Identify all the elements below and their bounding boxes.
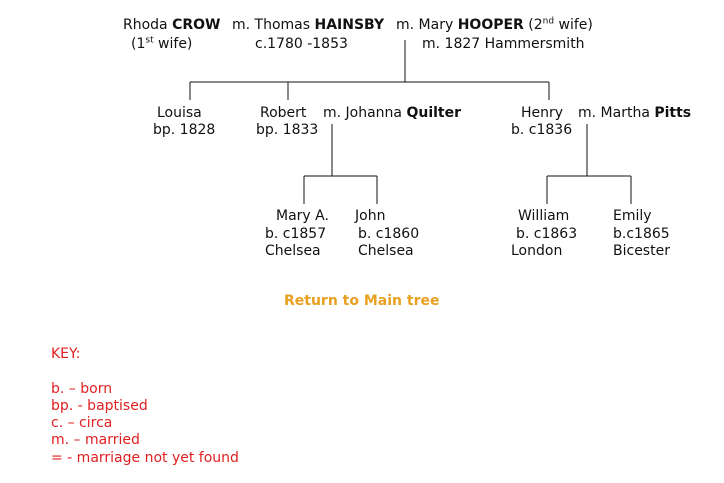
emily-date: b.c1865 [613,226,670,242]
mary-a-date: b. c1857 [265,226,327,242]
thomas-hainsby-name: m. Thomas HAINSBY [232,17,385,33]
rhoda-crow-name: Rhoda CROW [123,17,221,33]
john-date: b. c1860 [358,226,420,242]
louisa-name: Louisa [157,105,202,121]
henry-date: b. c1836 [511,122,573,138]
key-title: KEY: [51,346,81,362]
mary-a-name: Mary A. [276,208,329,224]
robert-date: bp. 1833 [256,122,319,138]
key-item: m. – married [51,432,140,448]
key-item: bp. - baptised [51,398,148,414]
john-name: John [355,208,386,224]
mary-hooper-name: m. Mary HOOPER (2nd wife) [396,16,593,33]
william-date: b. c1863 [516,226,578,242]
robert-name: Robert [260,105,307,121]
return-to-main-tree-link[interactable]: Return to Main tree [284,293,440,309]
emily-place: Bicester [613,243,670,259]
key-item: = - marriage not yet found [51,450,239,466]
key-item: c. – circa [51,415,113,431]
john-place: Chelsea [358,243,414,259]
rhoda-wife-note: (1st wife) [131,35,193,52]
mary-hooper-marriage: m. 1827 Hammersmith [422,36,585,52]
henry-name: Henry [521,105,564,121]
mary-a-place: Chelsea [265,243,321,259]
robert-spouse: m. Johanna Quilter [323,105,462,121]
william-place: London [511,243,563,259]
louisa-date: bp. 1828 [153,122,216,138]
thomas-hainsby-dates: c.1780 -1853 [255,36,348,52]
william-name: William [518,208,570,224]
key-item: b. – born [51,381,113,397]
emily-name: Emily [613,208,652,224]
henry-spouse: m. Martha Pitts [578,105,692,121]
